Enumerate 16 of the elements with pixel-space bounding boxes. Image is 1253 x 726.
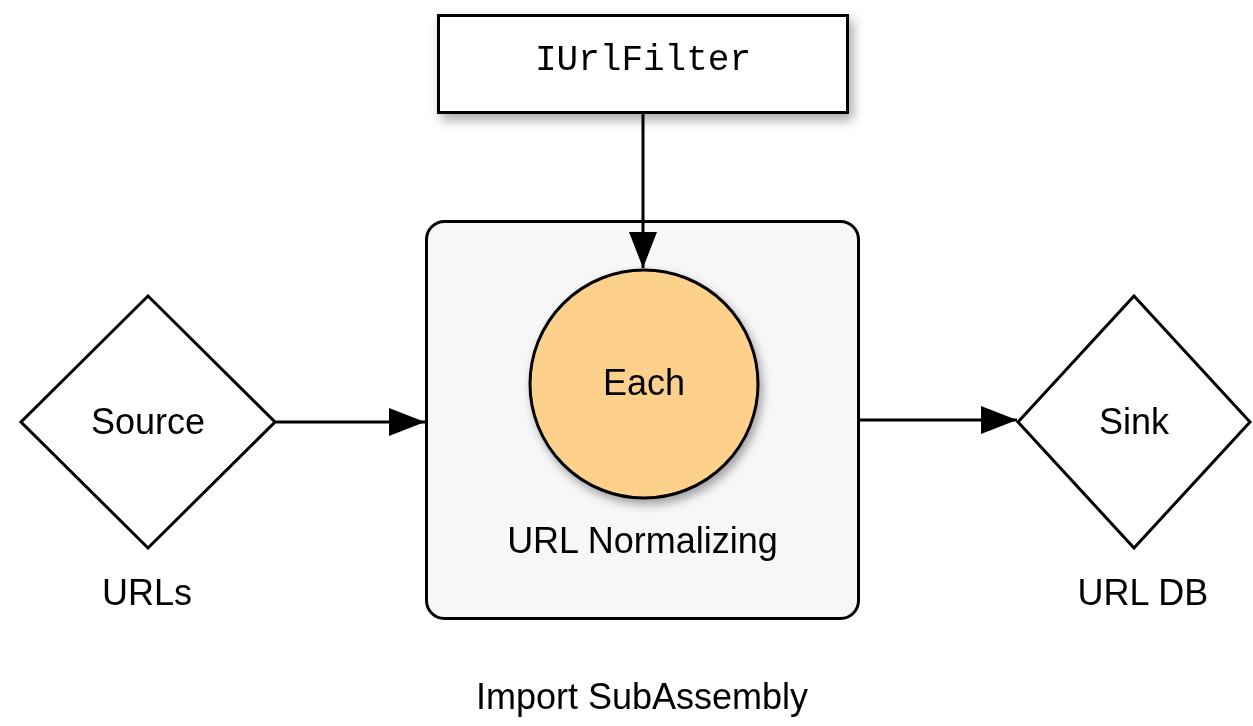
each-circle <box>528 268 760 500</box>
arrow <box>276 408 425 436</box>
source-diamond <box>20 295 276 549</box>
arrow <box>629 114 657 268</box>
interface-box <box>437 14 849 114</box>
node-label: IUrlFilter <box>533 40 752 81</box>
group-box <box>425 220 860 620</box>
arrow <box>860 406 1017 434</box>
node-label: URL Normalizing <box>506 520 779 562</box>
node-caption: URLs <box>102 572 193 614</box>
node-label: Each <box>601 362 687 404</box>
caption: Import SubAssembly <box>476 676 809 718</box>
node-label: Source <box>89 401 207 443</box>
node-label: Sink <box>1098 401 1170 443</box>
sink-diamond <box>1017 295 1251 549</box>
node-caption: URL DB <box>1077 572 1209 614</box>
